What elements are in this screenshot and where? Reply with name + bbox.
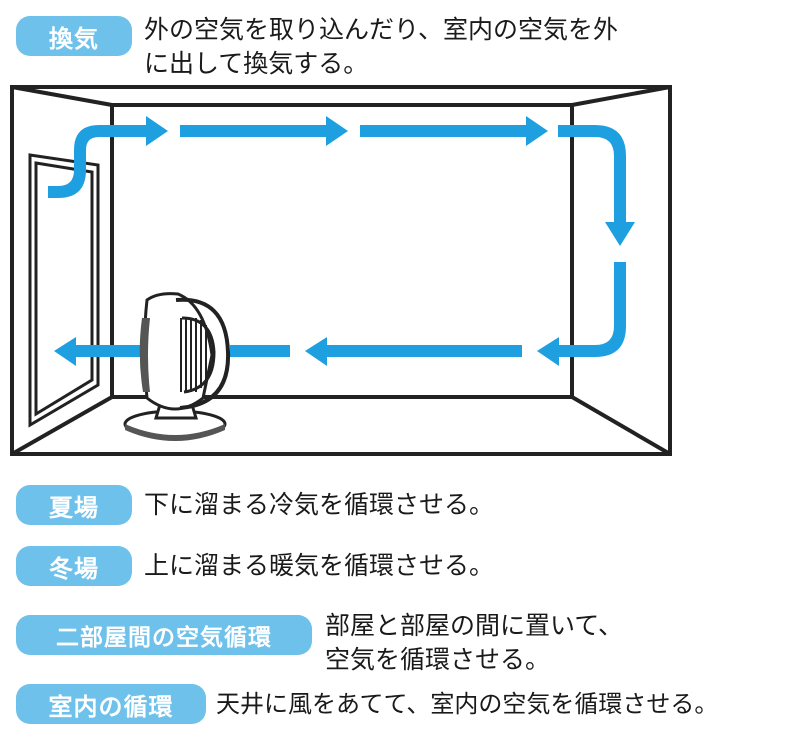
arrow-corner-bottom-right-body (559, 262, 626, 357)
arrow-bottom-1-head (305, 337, 327, 366)
winter-text: 上に溜まる暖気を循環させる。 (144, 551, 495, 580)
arrow-bottom-3-head (54, 337, 76, 366)
arrow-bottom-1-body (327, 345, 522, 357)
arrow-corner-top-right-head (605, 222, 635, 246)
room-edge-top-left (11, 85, 113, 107)
circulator-fan-icon (123, 292, 231, 441)
air-flow-arrows (48, 116, 635, 366)
fan-base-shadow (125, 424, 225, 441)
arrow-corner-bottom-right-head (537, 337, 559, 366)
summer-label: 夏場 (16, 485, 132, 525)
fan-handle-outer (175, 297, 231, 410)
between-rooms-label: 二部屋間の空気循環 (16, 615, 312, 655)
room-outline (10, 85, 672, 456)
ventilation-line1: 外の空気を取り込んだり、室内の空気を外 (144, 15, 619, 44)
summer-text: 下に溜まる冷気を循環させる。 (144, 490, 495, 519)
fan-grille (180, 318, 207, 392)
arrow-intake-head (146, 116, 168, 146)
ventilation-line2: に出して換気する。 (144, 49, 369, 78)
arrow-top-3-head (526, 116, 548, 146)
fan-side-shade (139, 318, 150, 392)
between-rooms-line2: 空気を循環させる。 (325, 645, 551, 674)
arrow-top-3-body (360, 125, 526, 137)
room-outer-frame (10, 85, 672, 456)
room-back-wall (110, 103, 574, 399)
indoor-text: 天井に風をあてて、室内の空気を循環させる。 (216, 690, 719, 718)
room-edge-top-right (571, 85, 671, 107)
room-edge-bottom-right (570, 395, 672, 456)
ventilation-label: 換気 (16, 16, 132, 56)
arrow-top-2-head (326, 116, 348, 146)
winter-label: 冬場 (16, 546, 132, 586)
arrow-corner-top-right-body (558, 125, 626, 222)
room-edge-bottom-left (11, 395, 113, 456)
fan-handle-inner (181, 316, 216, 394)
arrow-bottom-2-body (230, 345, 290, 357)
indoor-label: 室内の循環 (16, 684, 206, 724)
arrow-intake-body (48, 125, 146, 198)
between-rooms-line1: 部屋と部屋の間に置いて、 (325, 611, 624, 640)
arrow-top-2-body (180, 125, 326, 137)
door-inner (34, 161, 94, 417)
